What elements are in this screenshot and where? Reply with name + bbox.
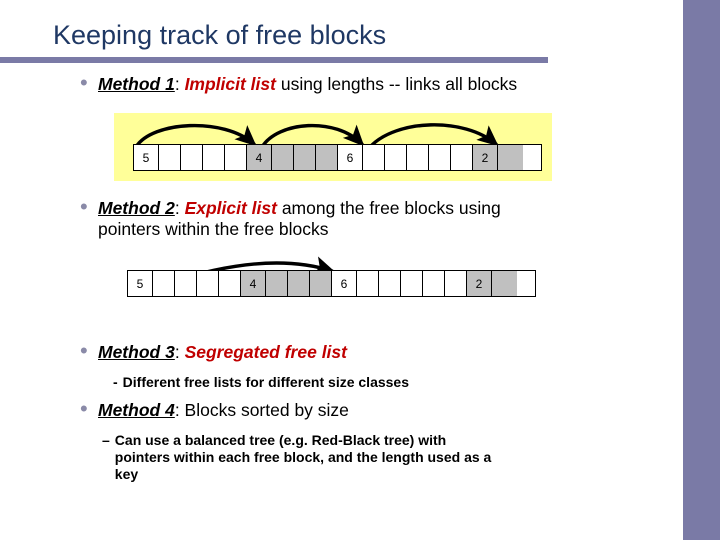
memory-cell-header-4: 4 <box>241 271 266 296</box>
memory-cell <box>159 145 181 170</box>
method-1-label: Method 1 <box>98 74 175 94</box>
page-title: Keeping track of free blocks <box>53 20 387 50</box>
memory-cell <box>451 145 473 170</box>
sub-bullet-method-4-line-2: pointers within each free block, and the… <box>114 449 492 465</box>
memory-cell <box>310 271 332 296</box>
bullet-dot-icon: • <box>80 396 88 421</box>
memory-cell <box>288 271 310 296</box>
method-2-label: Method 2 <box>98 198 175 218</box>
block-size-label: 4 <box>255 150 263 165</box>
explicit-list-diagram: 5 4 6 2 <box>127 256 547 304</box>
slide-canvas: Keeping track of free blocks • Method 1:… <box>0 20 660 483</box>
method-3-label: Method 3 <box>98 342 175 362</box>
method-1-emphasis: Implicit list <box>184 74 276 94</box>
memory-cell <box>175 271 197 296</box>
memory-cell <box>429 145 451 170</box>
bullet-method-2-line-2: pointers within the free blocks <box>98 219 329 239</box>
block-size-label: 6 <box>340 276 348 291</box>
method-2-rest: among the free blocks using <box>276 198 501 218</box>
bullet-dot-icon: • <box>80 194 88 219</box>
memory-cell <box>266 271 288 296</box>
sub-bullet-dash-icon: - <box>113 374 118 390</box>
sub-bullet-method-4-lines: Can use a balanced tree (e.g. Red-Black … <box>115 432 492 483</box>
memory-cell-header-4: 4 <box>247 145 272 170</box>
memory-cell <box>445 271 467 296</box>
memory-cell <box>225 145 247 170</box>
method-4-colon: : <box>174 400 180 420</box>
sub-bullet-dash-icon: – <box>102 432 110 448</box>
sub-bullet-method-4-line-3: key <box>114 466 139 482</box>
sub-bullet-method-3-line-1: Different free lists for different size … <box>122 374 409 390</box>
method-3-emphasis: Segregated free list <box>184 342 347 362</box>
method-4-rest: Blocks sorted by size <box>179 400 349 420</box>
sub-bullet-method-4: – Can use a balanced tree (e.g. Red-Blac… <box>102 432 647 483</box>
memory-cell <box>492 271 517 296</box>
memory-cell <box>294 145 316 170</box>
bullet-method-1-text: Method 1: Implicit list using lengths --… <box>98 74 517 95</box>
block-size-label: 5 <box>142 150 150 165</box>
bullet-dot-icon: • <box>80 70 88 95</box>
sub-bullet-method-4-line-1: Can use a balanced tree (e.g. Red-Black … <box>114 432 447 448</box>
memory-cell <box>181 145 203 170</box>
memory-cell <box>272 145 294 170</box>
bullet-method-4: • Method 4: Blocks sorted by size <box>80 396 660 421</box>
memory-cell <box>401 271 423 296</box>
block-size-label: 5 <box>136 276 144 291</box>
bullet-method-2-block: Method 2: Explicit list among the free b… <box>98 198 501 240</box>
memory-cell-header-5: 5 <box>134 145 159 170</box>
memory-cell <box>357 271 379 296</box>
block-size-label: 2 <box>475 276 483 291</box>
title-underline-rule <box>0 57 548 63</box>
memory-cell-header-2: 2 <box>473 145 498 170</box>
method-1-colon: : <box>174 74 180 94</box>
bullet-method-2: • Method 2: Explicit list among the free… <box>80 194 660 240</box>
memory-cell <box>385 145 407 170</box>
memory-cell <box>219 271 241 296</box>
memory-strip-2: 5 4 6 2 <box>127 270 536 297</box>
bullet-method-2-line-1: Method 2: Explicit list among the free b… <box>98 198 501 219</box>
block-size-label: 2 <box>481 150 489 165</box>
bullet-method-3-text: Method 3: Segregated free list <box>98 342 347 363</box>
memory-cell-header-6: 6 <box>338 145 363 170</box>
memory-cell-header-6: 6 <box>332 271 357 296</box>
bullet-method-4-text: Method 4: Blocks sorted by size <box>98 400 349 421</box>
method-1-rest: using lengths -- links all blocks <box>275 74 518 94</box>
block-size-label: 4 <box>249 276 257 291</box>
memory-cell-header-2: 2 <box>467 271 492 296</box>
sub-bullet-method-3: - Different free lists for different siz… <box>113 374 653 391</box>
memory-cell <box>153 271 175 296</box>
memory-cell <box>197 271 219 296</box>
memory-cell <box>363 145 385 170</box>
memory-cell <box>498 145 523 170</box>
method-3-colon: : <box>174 342 180 362</box>
method-2-emphasis: Explicit list <box>184 198 277 218</box>
memory-cell <box>203 145 225 170</box>
method-2-colon: : <box>174 198 180 218</box>
implicit-list-diagram: 5 4 6 2 <box>114 113 552 181</box>
method-4-label: Method 4 <box>98 400 175 420</box>
bullet-method-1: • Method 1: Implicit list using lengths … <box>80 70 660 95</box>
memory-cell <box>407 145 429 170</box>
memory-cell <box>379 271 401 296</box>
bullet-dot-icon: • <box>80 338 88 363</box>
memory-cell <box>316 145 338 170</box>
block-size-label: 6 <box>346 150 354 165</box>
bullet-method-3: • Method 3: Segregated free list <box>80 338 660 363</box>
memory-strip-1: 5 4 6 2 <box>133 144 542 171</box>
memory-cell-header-5: 5 <box>128 271 153 296</box>
right-accent-band <box>683 0 720 540</box>
memory-cell <box>423 271 445 296</box>
